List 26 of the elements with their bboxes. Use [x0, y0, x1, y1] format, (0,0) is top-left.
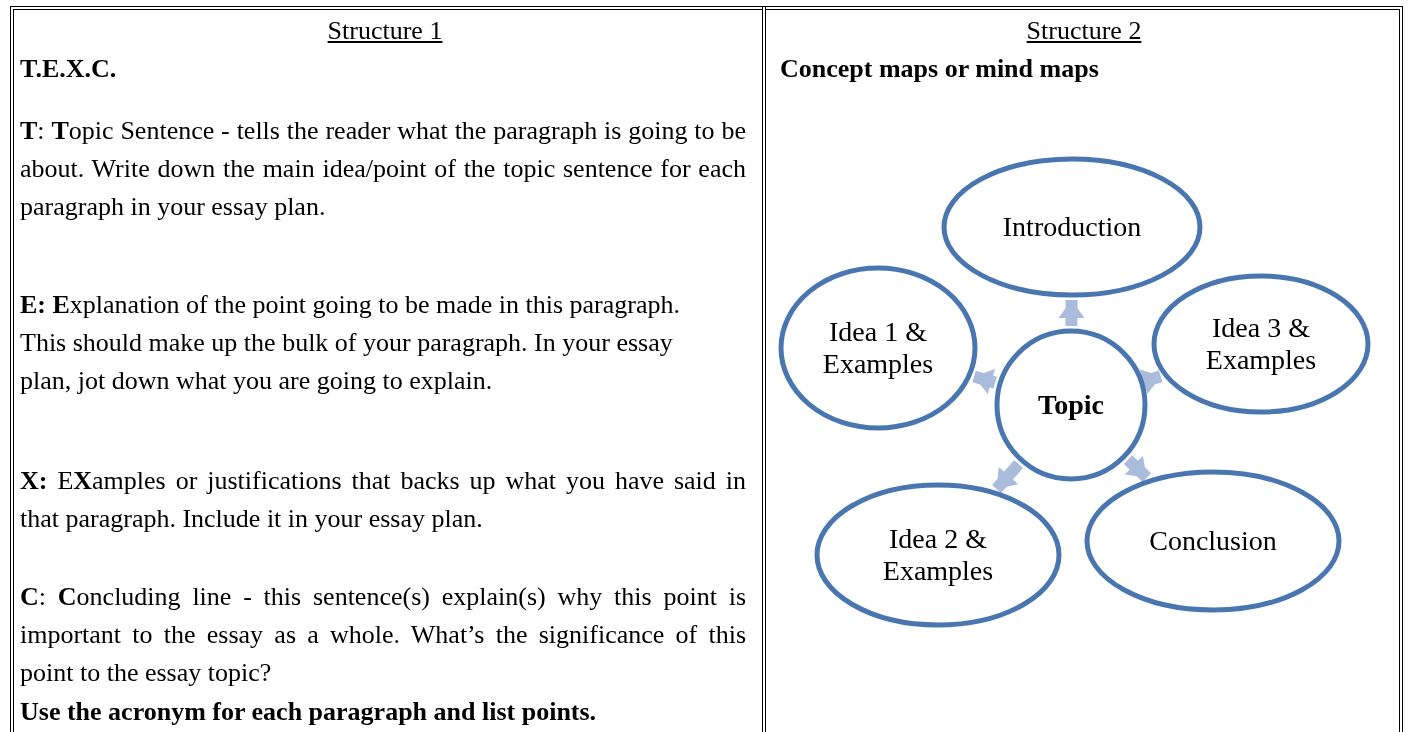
- block-arrow: [972, 369, 997, 394]
- node-label: Conclusion: [1149, 525, 1277, 557]
- block-arrow: [1139, 369, 1163, 395]
- panel-heading: Structure 2: [1026, 15, 1142, 47]
- section-title: T.E.X.C.: [20, 53, 118, 85]
- node-label: Idea 2 & Examples: [881, 523, 995, 587]
- paragraph: E: Explanation of the point going to be made in this paragraph. This should make up the bulk of your paragraph. In your essay plan, jot down what you are going to explain.: [20, 289, 681, 397]
- idea-ellipse: [817, 485, 1059, 625]
- block-arrow: [992, 460, 1024, 493]
- paragraph: Use the acronym for each paragraph and list points.: [20, 696, 598, 728]
- node-label: Introduction: [1002, 211, 1142, 243]
- paragraph: C: Concluding line - this sentence(s) explain(s) why this point is important to the essay as a whole. What’s the significance of this point to the essay topic?: [20, 581, 746, 689]
- block-arrow: [1123, 455, 1151, 482]
- paragraph: T: Topic Sentence - tells the reader what the paragraph is going to be about. Write down the main idea/point of the topic sentence for each paragraph in your essay plan.: [20, 115, 746, 223]
- idea-ellipse: [1087, 472, 1339, 610]
- panel-heading: Structure 1: [327, 15, 443, 47]
- idea-ellipse: [944, 159, 1200, 295]
- block-arrow: [1058, 299, 1085, 327]
- center-circle: [997, 331, 1145, 479]
- node-label: Topic: [1038, 389, 1104, 421]
- idea-ellipse: [1154, 276, 1368, 412]
- node-label: Idea 1 & Examples: [821, 316, 935, 380]
- section-title: Concept maps or mind maps: [780, 53, 1100, 85]
- paragraph: X: EXamples or justifications that backs up what you have said in that paragraph. Include it in your essay plan.: [20, 465, 746, 535]
- node-label: Idea 3 & Examples: [1204, 312, 1318, 376]
- idea-ellipse: [781, 268, 975, 428]
